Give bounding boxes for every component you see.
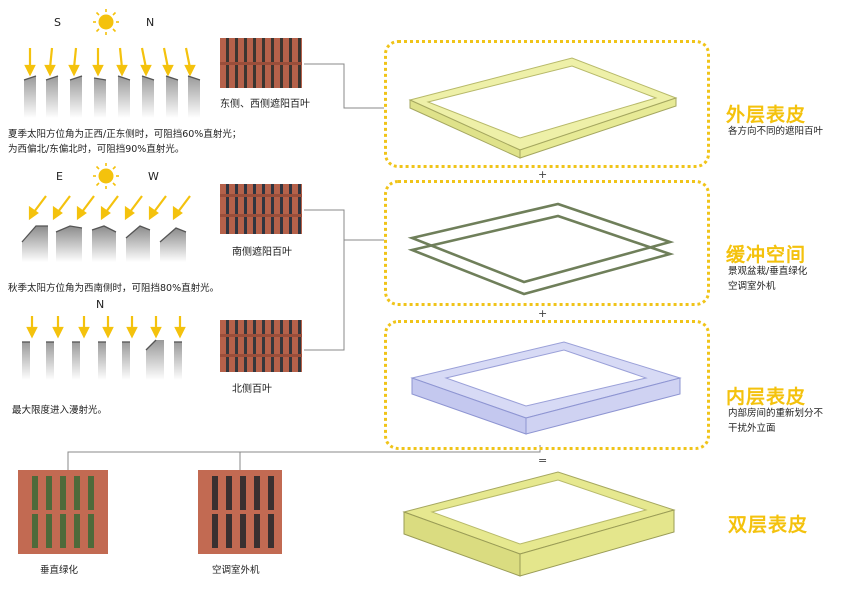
direction-label-e: E [56, 170, 63, 183]
vertical-greening-label: 垂直绿化 [40, 565, 79, 576]
outer-skin-title: 外层表皮 [726, 104, 807, 126]
direction-label-w: W [148, 170, 159, 183]
outer-skin-panel [384, 40, 710, 168]
sunlight-arrows-autumn [28, 195, 191, 221]
outer-skin-desc: 各方向不同的遮阳百叶 [728, 126, 824, 137]
double-skin-model [402, 471, 676, 577]
inner-skin-title: 内层表皮 [726, 386, 807, 408]
sunlight-arrows-north [26, 316, 186, 339]
louver-fins-north [22, 339, 182, 380]
summer-caption-line2: 为西偏北/东偏北时，可阻挡90%直射光。 [8, 144, 185, 155]
buffer-space-panel [384, 180, 710, 306]
buffer-space-title: 缓冲空间 [726, 244, 807, 266]
ac-unit-label: 空调室外机 [212, 565, 260, 576]
buffer-space-model [407, 202, 675, 296]
east-west-louver-label: 东侧、西侧遮阳百叶 [220, 99, 310, 110]
east-west-louver-image [220, 38, 302, 88]
buffer-space-desc-2: 空调室外机 [728, 281, 776, 292]
inner-skin-desc-1: 内部房间的重新划分不 [728, 408, 824, 419]
ac-unit-photo [198, 470, 282, 554]
connector-lines [67, 63, 541, 470]
vertical-greening-photo [18, 470, 108, 554]
louver-fins-autumn [21, 225, 187, 262]
sun-icon [93, 163, 119, 189]
sunlight-arrows-summer [24, 47, 196, 77]
equals-operator: = [538, 454, 548, 467]
direction-label-north: N [96, 298, 105, 311]
inner-skin-panel [384, 320, 710, 450]
summer-caption-line1: 夏季太阳方位角为正西/正东侧时，可阻挡60%直射光； [8, 129, 242, 140]
north-louver-label: 北侧百叶 [232, 384, 272, 395]
autumn-caption: 秋季太阳方位角为西南侧时，可阻挡80%直射光。 [8, 283, 220, 294]
inner-skin-desc-2: 干扰外立面 [728, 423, 776, 434]
inner-skin-model [410, 341, 682, 435]
double-skin-title: 双层表皮 [728, 514, 809, 536]
louver-fins-summer [23, 75, 201, 118]
plus-operator-1: + [538, 168, 548, 181]
plus-operator-2: + [538, 307, 548, 320]
outer-skin-model [408, 57, 678, 159]
buffer-space-desc-1: 景观盆栽/垂直绿化 [728, 266, 808, 277]
direction-label-n: N [146, 16, 155, 29]
sun-icon [93, 9, 119, 35]
south-louver-image [220, 184, 302, 234]
south-louver-label: 南侧遮阳百叶 [232, 247, 292, 258]
direction-label-s: S [54, 16, 61, 29]
north-caption: 最大限度进入漫射光。 [12, 405, 108, 416]
north-louver-image [220, 320, 302, 372]
